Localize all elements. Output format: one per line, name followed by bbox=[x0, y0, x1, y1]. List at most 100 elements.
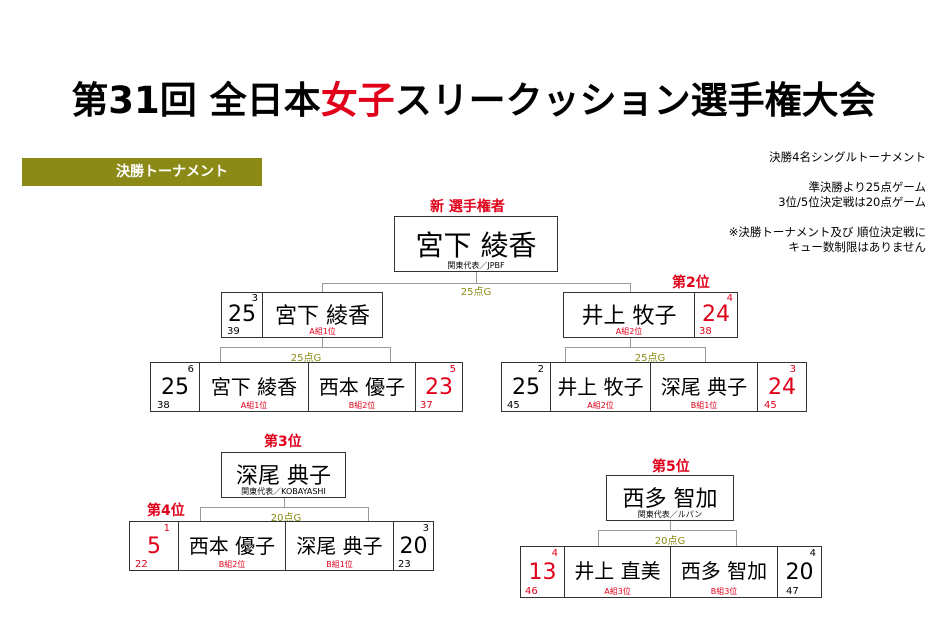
semi1-right-score-box: 5 23 37 bbox=[415, 362, 463, 412]
seed-number: 4 bbox=[809, 548, 816, 559]
connector-line bbox=[200, 507, 368, 508]
third-winner-box: 深尾 典子 関東代表／KOBAYASHI bbox=[221, 452, 346, 498]
player-name: 西多 智加 bbox=[622, 487, 718, 512]
seed-number: 3 bbox=[422, 523, 429, 534]
score: 25 bbox=[161, 375, 189, 400]
note-line: 決勝4名シングルトーナメント bbox=[769, 150, 926, 164]
player-group: A組1位 bbox=[309, 327, 336, 336]
score: 24 bbox=[768, 375, 796, 400]
total-count: 37 bbox=[420, 400, 433, 411]
semi2-left-score-box: 2 25 45 bbox=[501, 362, 551, 412]
player-name: 西多 智加 bbox=[680, 559, 768, 583]
score: 20 bbox=[399, 534, 428, 559]
seed-number: 2 bbox=[537, 364, 544, 375]
title-part1: 第31回 全日本 bbox=[71, 79, 321, 122]
player-group: B組1位 bbox=[690, 401, 718, 410]
connector-line bbox=[284, 498, 285, 508]
connector-line bbox=[322, 283, 323, 292]
connector-line bbox=[220, 347, 221, 362]
note-line: 準決勝より25点ゲーム bbox=[808, 180, 926, 194]
connector-line bbox=[705, 347, 706, 362]
seed-number: 4 bbox=[726, 293, 733, 304]
third-game-label: 20点G bbox=[270, 513, 302, 524]
connector-line bbox=[200, 507, 201, 521]
total-count: 39 bbox=[227, 326, 240, 337]
score: 24 bbox=[702, 302, 730, 327]
rules-notes: 決勝4名シングルトーナメント 準決勝より25点ゲーム 3位/5位決定戦は20点ゲ… bbox=[680, 150, 926, 255]
third-left-player-box: 西本 優子 B組2位 bbox=[178, 521, 286, 571]
page-title: 第31回 全日本女子スリークッション選手権大会 bbox=[0, 70, 947, 124]
player-group: B組3位 bbox=[710, 587, 738, 596]
final-right-player-box: 井上 牧子 A組2位 bbox=[563, 292, 695, 338]
total-count: 45 bbox=[507, 400, 520, 411]
player-group: B組2位 bbox=[348, 401, 376, 410]
connector-line bbox=[390, 347, 391, 362]
connector-line bbox=[368, 507, 369, 521]
note-line: ※決勝トーナメント及び 順位決定戦に bbox=[728, 225, 926, 239]
semi1-right-player-box: 西本 優子 B組2位 bbox=[308, 362, 416, 412]
semi2-game-label: 25点G bbox=[634, 353, 666, 364]
connector-line bbox=[598, 530, 736, 531]
semi1-game-label: 25点G bbox=[290, 353, 322, 364]
score: 25 bbox=[512, 375, 540, 400]
player-group: A組2位 bbox=[615, 327, 643, 336]
total-count: 47 bbox=[786, 586, 799, 597]
score: 23 bbox=[425, 375, 453, 400]
final-right-score-box: 4 24 38 bbox=[694, 292, 738, 338]
player-name: 西本 優子 bbox=[318, 375, 406, 399]
note-line bbox=[680, 165, 926, 180]
final-game-label: 25点G bbox=[460, 287, 492, 298]
connector-line bbox=[476, 272, 477, 284]
seed-number: 6 bbox=[187, 364, 194, 375]
player-group: B組1位 bbox=[326, 560, 353, 569]
title-part-red: 女子 bbox=[320, 79, 395, 122]
score: 13 bbox=[528, 560, 557, 585]
third-left-score-box: 1 5 22 bbox=[129, 521, 179, 571]
note-line: 3位/5位決定戦は20点ゲーム bbox=[778, 195, 926, 209]
connector-line bbox=[220, 347, 390, 348]
seed-number: 4 bbox=[551, 548, 558, 559]
score: 5 bbox=[147, 534, 161, 559]
player-name: 深尾 典子 bbox=[296, 534, 383, 558]
fifth-winner-box: 西多 智加 関東代表／ルパン bbox=[606, 475, 734, 521]
player-name: 深尾 典子 bbox=[660, 375, 748, 399]
player-name: 井上 直美 bbox=[574, 559, 661, 583]
champion-affiliation: 関東代表／JPBF bbox=[447, 261, 505, 270]
semi2-left-player-box: 井上 牧子 A組2位 bbox=[550, 362, 651, 412]
fifth-game-label: 20点G bbox=[654, 536, 686, 547]
final-left-score-box: 3 25 39 bbox=[221, 292, 263, 338]
player-name: 深尾 典子 bbox=[236, 464, 331, 489]
player-group: A組2位 bbox=[587, 401, 614, 410]
player-name: 宮下 綾香 bbox=[210, 375, 298, 399]
total-count: 38 bbox=[699, 326, 712, 337]
note-line bbox=[680, 210, 926, 225]
third-place-label: 第3位 bbox=[264, 434, 302, 450]
fifth-place-label: 第5位 bbox=[652, 459, 690, 475]
total-count: 45 bbox=[764, 400, 777, 411]
semi1-left-score-box: 6 25 38 bbox=[150, 362, 200, 412]
player-name: 西本 優子 bbox=[188, 534, 276, 558]
player-name: 宮下 綾香 bbox=[275, 304, 370, 329]
player-affiliation: 関東代表／ルパン bbox=[637, 510, 703, 519]
second-place-label: 第2位 bbox=[672, 275, 710, 291]
semi2-right-score-box: 3 24 45 bbox=[757, 362, 807, 412]
connector-line bbox=[736, 530, 737, 546]
connector-line bbox=[322, 338, 323, 348]
total-count: 46 bbox=[525, 586, 538, 597]
connector-line bbox=[322, 283, 630, 284]
semi1-left-player-box: 宮下 綾香 A組1位 bbox=[199, 362, 309, 412]
total-count: 22 bbox=[135, 559, 148, 570]
connector-line bbox=[565, 347, 566, 362]
third-right-score-box: 3 20 23 bbox=[393, 521, 434, 571]
connector-line bbox=[630, 338, 631, 348]
third-right-player-box: 深尾 典子 B組1位 bbox=[285, 521, 394, 571]
title-part2: スリークッション選手権大会 bbox=[394, 79, 876, 122]
seed-number: 1 bbox=[163, 523, 170, 534]
seed-number: 5 bbox=[449, 364, 456, 375]
section-banner: 決勝トーナメント bbox=[22, 158, 262, 186]
player-group: A組3位 bbox=[604, 587, 631, 596]
fifth-left-score-box: 4 13 46 bbox=[520, 546, 565, 598]
score: 20 bbox=[785, 560, 814, 585]
seed-number: 3 bbox=[789, 364, 796, 375]
semi2-right-player-box: 深尾 典子 B組1位 bbox=[650, 362, 758, 412]
